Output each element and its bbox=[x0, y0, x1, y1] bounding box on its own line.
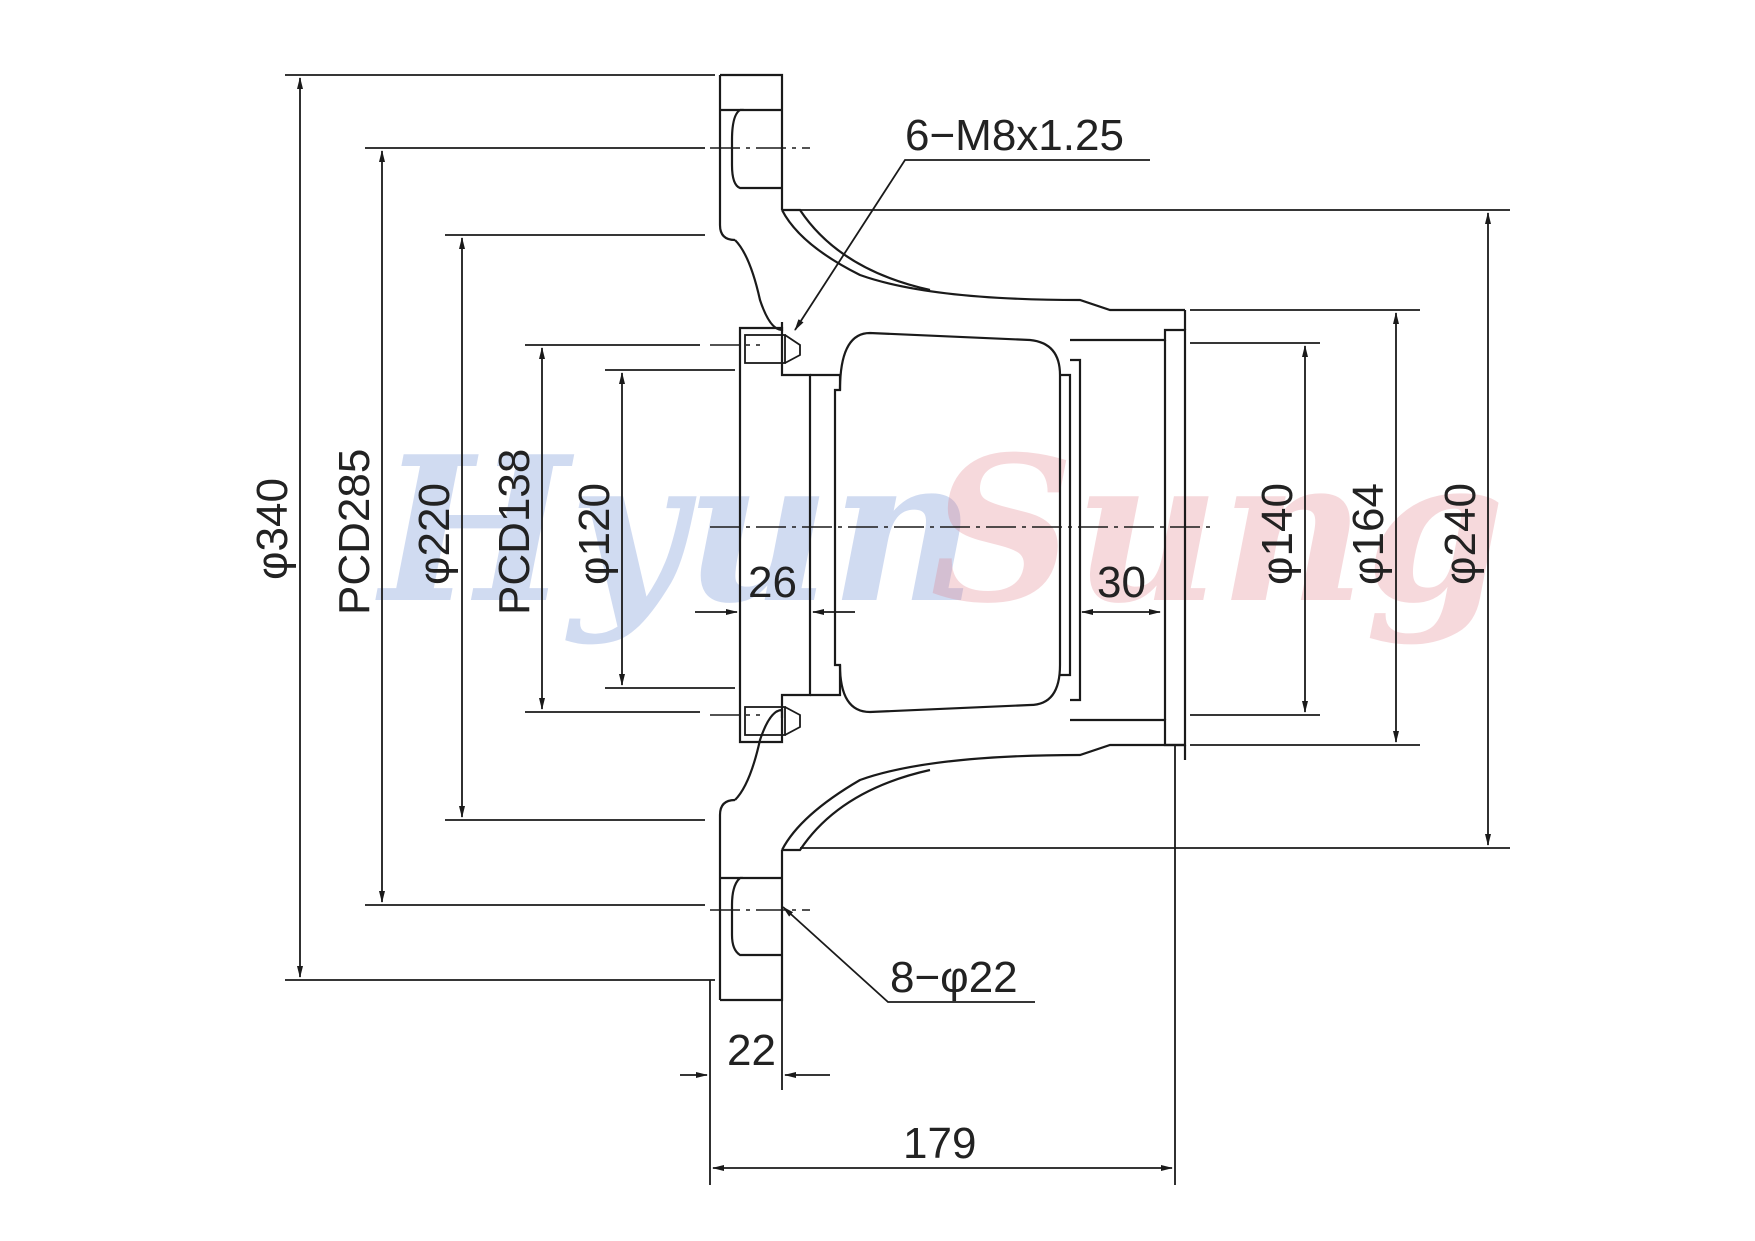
threaded-holes bbox=[744, 334, 801, 736]
dim-w22: 22 bbox=[727, 1026, 776, 1075]
callout-holes: 8−φ22 bbox=[890, 953, 1018, 1002]
flange-left-face bbox=[718, 73, 784, 1002]
dim-d164: φ164 bbox=[1344, 483, 1393, 585]
bolt-hole-lower bbox=[720, 876, 782, 957]
callout-thread: 6−M8x1.25 bbox=[905, 111, 1124, 160]
dim-w26: 26 bbox=[748, 558, 797, 607]
dim-d340: φ340 bbox=[248, 478, 297, 580]
dim-w30: 30 bbox=[1097, 558, 1146, 607]
dim-d140: φ140 bbox=[1253, 483, 1302, 585]
leader-lines bbox=[782, 159, 1150, 1003]
dim-pcd285: PCD285 bbox=[330, 449, 379, 615]
dimension-lines bbox=[297, 77, 1491, 1171]
extension-lines bbox=[285, 74, 1510, 1185]
dim-d120: φ120 bbox=[570, 483, 619, 585]
part-outline bbox=[718, 73, 1187, 1002]
lower-neck bbox=[734, 708, 1185, 851]
dim-d240: φ240 bbox=[1436, 483, 1485, 585]
dim-len179: 179 bbox=[903, 1119, 976, 1168]
watermark-left: Hyun bbox=[375, 413, 976, 648]
right-bore bbox=[1070, 328, 1187, 747]
bolt-hole-upper bbox=[720, 108, 782, 190]
dim-d220: φ220 bbox=[410, 483, 459, 585]
upper-neck bbox=[734, 209, 1185, 332]
watermark-right: Sung bbox=[930, 413, 1505, 648]
watermark: Hyun Sung bbox=[375, 413, 1505, 648]
dim-pcd138: PCD138 bbox=[490, 449, 539, 615]
